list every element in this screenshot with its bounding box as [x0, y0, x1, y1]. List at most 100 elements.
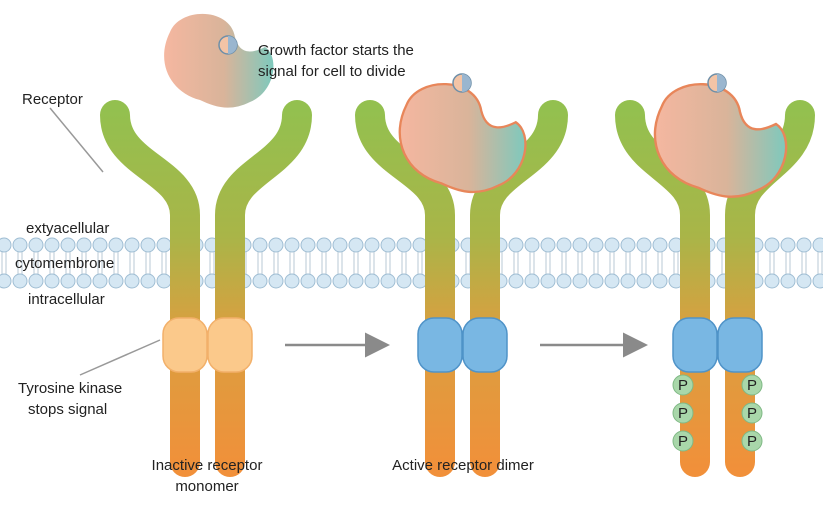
lipid-head	[12, 273, 28, 289]
kinase-label-1: Tyrosine kinase	[18, 380, 122, 397]
lipid-head	[92, 237, 108, 253]
lipid-head	[124, 237, 140, 253]
growth-factors	[164, 13, 788, 198]
growth-factor	[164, 13, 274, 108]
tyrosine-kinase	[672, 317, 718, 373]
lipid-head	[268, 237, 284, 253]
lipid-head	[124, 273, 140, 289]
lipid-head	[76, 273, 92, 289]
receptor-pair-1	[100, 100, 312, 477]
lipid-head	[572, 273, 588, 289]
lipid-head	[284, 237, 300, 253]
lipid-head	[652, 237, 668, 253]
phosphate-label: P	[678, 405, 688, 422]
lipid-head	[156, 273, 172, 289]
lipid-head	[380, 237, 396, 253]
phosphate-label: P	[678, 377, 688, 394]
lipid-head	[348, 273, 364, 289]
lipid-head	[316, 273, 332, 289]
phosphate-group	[672, 402, 694, 424]
receptor-left	[100, 100, 200, 477]
stage2-label: Active receptor dimer	[392, 457, 534, 474]
lipid-head	[0, 237, 12, 253]
lipid-head	[364, 273, 380, 289]
lipid-head	[540, 273, 556, 289]
lipid-head	[604, 273, 620, 289]
lipid-head	[588, 273, 604, 289]
phosphate-label: P	[678, 433, 688, 450]
intracellular-label: intracellular	[28, 291, 105, 308]
lipid-head	[524, 237, 540, 253]
lipid-head	[60, 273, 76, 289]
ligand-half	[228, 36, 237, 54]
lipid-head	[812, 273, 823, 289]
lipid-head	[652, 273, 668, 289]
growth-factor-label-1: Growth factor starts the	[258, 42, 414, 59]
lipid-head	[108, 273, 124, 289]
lipid-head	[380, 273, 396, 289]
lipid-head	[572, 237, 588, 253]
lipid-head	[140, 237, 156, 253]
kinase-label-2: stops signal	[28, 401, 107, 418]
phosphate-group	[741, 402, 763, 424]
lipid-head	[300, 237, 316, 253]
lipid-head	[556, 237, 572, 253]
lipid-head	[556, 273, 572, 289]
growth-factor-body	[164, 13, 274, 108]
lipid-head	[0, 273, 12, 289]
tyrosine-kinase	[462, 317, 508, 373]
tyrosine-kinase	[162, 317, 208, 373]
receptor-right	[215, 100, 312, 477]
growth-factor-body	[653, 83, 788, 198]
ligand-half	[462, 74, 471, 92]
receptor-left	[615, 100, 710, 477]
lipid-head	[108, 237, 124, 253]
lipid-head	[764, 237, 780, 253]
lipid-head	[268, 273, 284, 289]
phosphate-label: P	[747, 433, 757, 450]
lipid-head	[780, 237, 796, 253]
stage1-label-1: Inactive receptor	[152, 457, 263, 474]
lipid-head	[508, 273, 524, 289]
lipid-head	[252, 273, 268, 289]
lipid-head	[300, 273, 316, 289]
lipid-head	[524, 273, 540, 289]
membrane-label: cytomembrone	[15, 255, 114, 272]
growth-factor-ligand	[707, 73, 727, 93]
receptor-left	[355, 100, 455, 477]
lipid-head	[28, 237, 44, 253]
lipid-head	[780, 273, 796, 289]
lipid-head	[588, 237, 604, 253]
growth-factor-ligand	[452, 73, 472, 93]
lipid-head	[316, 237, 332, 253]
lipid-head	[604, 237, 620, 253]
lipid-head	[284, 273, 300, 289]
phosphate-group	[672, 430, 694, 452]
lipid-head	[812, 237, 823, 253]
lipid-head	[636, 273, 652, 289]
lipid-head	[396, 273, 412, 289]
lipid-head	[252, 237, 268, 253]
phosphate-group	[741, 374, 763, 396]
phosphate-group	[672, 374, 694, 396]
growth-factor-label-2: signal for cell to divide	[258, 63, 406, 80]
phosphate-label: P	[747, 377, 757, 394]
lipid-head	[620, 273, 636, 289]
lipid-head	[364, 237, 380, 253]
receptor-label: Receptor	[22, 91, 83, 108]
growth-factor	[653, 83, 788, 198]
kinase-pointer	[79, 339, 161, 376]
ligand-half	[717, 74, 726, 92]
lipid-head	[620, 237, 636, 253]
lipid-head	[796, 273, 812, 289]
lipid-head	[764, 273, 780, 289]
phosphate-group	[741, 430, 763, 452]
lipid-head	[60, 237, 76, 253]
lipid-head	[348, 237, 364, 253]
lipid-head	[796, 237, 812, 253]
tyrosine-kinase	[717, 317, 763, 373]
lipid-head	[332, 237, 348, 253]
lipid-head	[12, 237, 28, 253]
tyrosine-kinase	[207, 317, 253, 373]
